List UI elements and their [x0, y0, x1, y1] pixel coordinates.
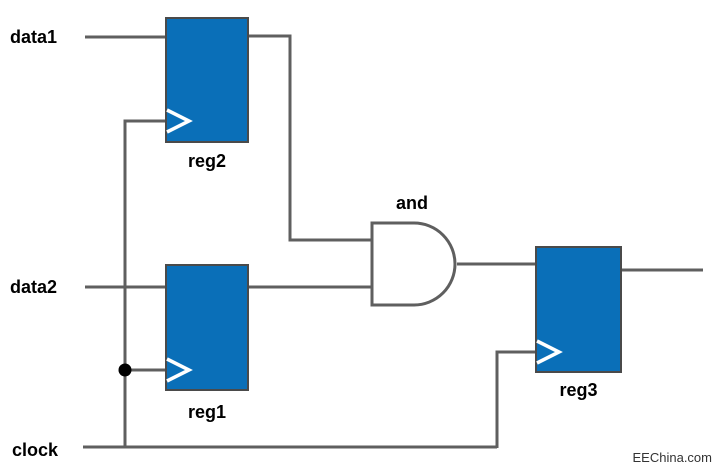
and-gate-label: and: [395, 193, 428, 213]
wire-clock-to-reg2-clk: [123, 119, 165, 448]
input-label-clock: clock: [12, 440, 59, 460]
reg1-label: reg1: [187, 402, 227, 422]
wire-reg2q-to-and-in1: [249, 34, 371, 242]
reg1-body: [165, 264, 249, 391]
clock-junction-dot: [118, 363, 132, 377]
reg1-clock-chevron-icon: [166, 357, 193, 383]
input-label-data1: data1: [10, 27, 58, 47]
reg3-body: [535, 246, 622, 373]
and-gate-body: [370, 221, 457, 307]
input-label-data2: data2: [10, 277, 58, 297]
reg3-clock-chevron-icon: [536, 339, 563, 365]
watermark-text: EEChina.com: [632, 450, 712, 465]
reg2-body: [165, 17, 249, 143]
reg2-label: reg2: [187, 151, 227, 171]
reg2-clock-chevron-icon: [166, 108, 193, 134]
reg3-label: reg3: [559, 380, 598, 400]
wire-clock-to-reg3-clk: [495, 350, 535, 448]
